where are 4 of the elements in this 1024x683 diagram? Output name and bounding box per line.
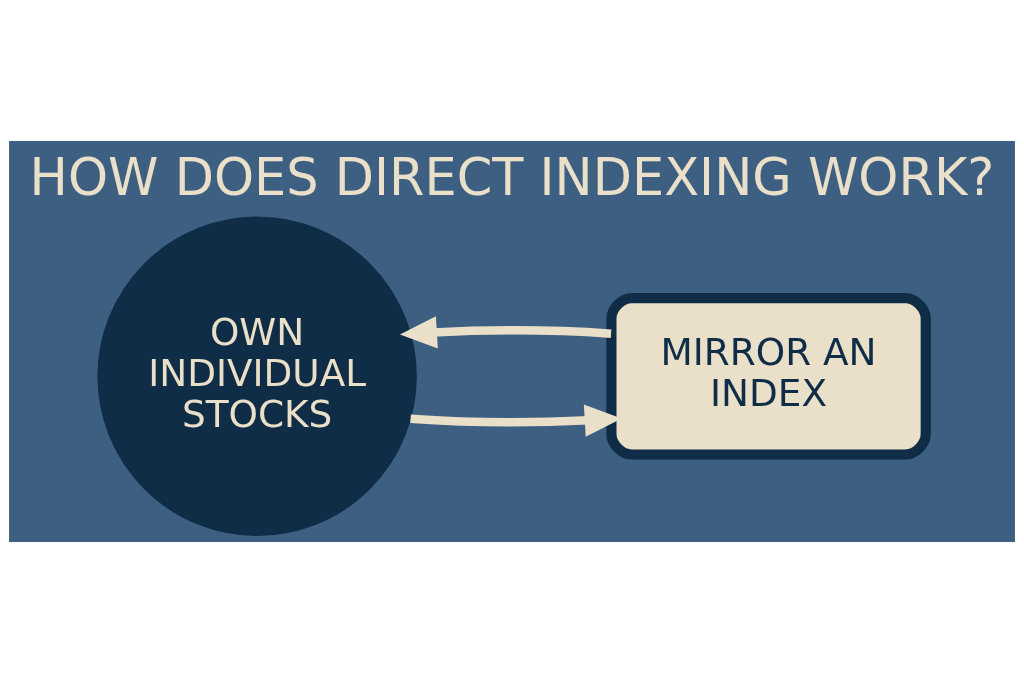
node-box: MIRROR AN INDEX xyxy=(606,293,931,460)
node-circle: OWN INDIVIDUAL STOCKS xyxy=(97,216,417,537)
arrow xyxy=(399,316,612,349)
diagram-title: HOW DOES DIRECT INDEXING WORK? xyxy=(29,148,995,208)
